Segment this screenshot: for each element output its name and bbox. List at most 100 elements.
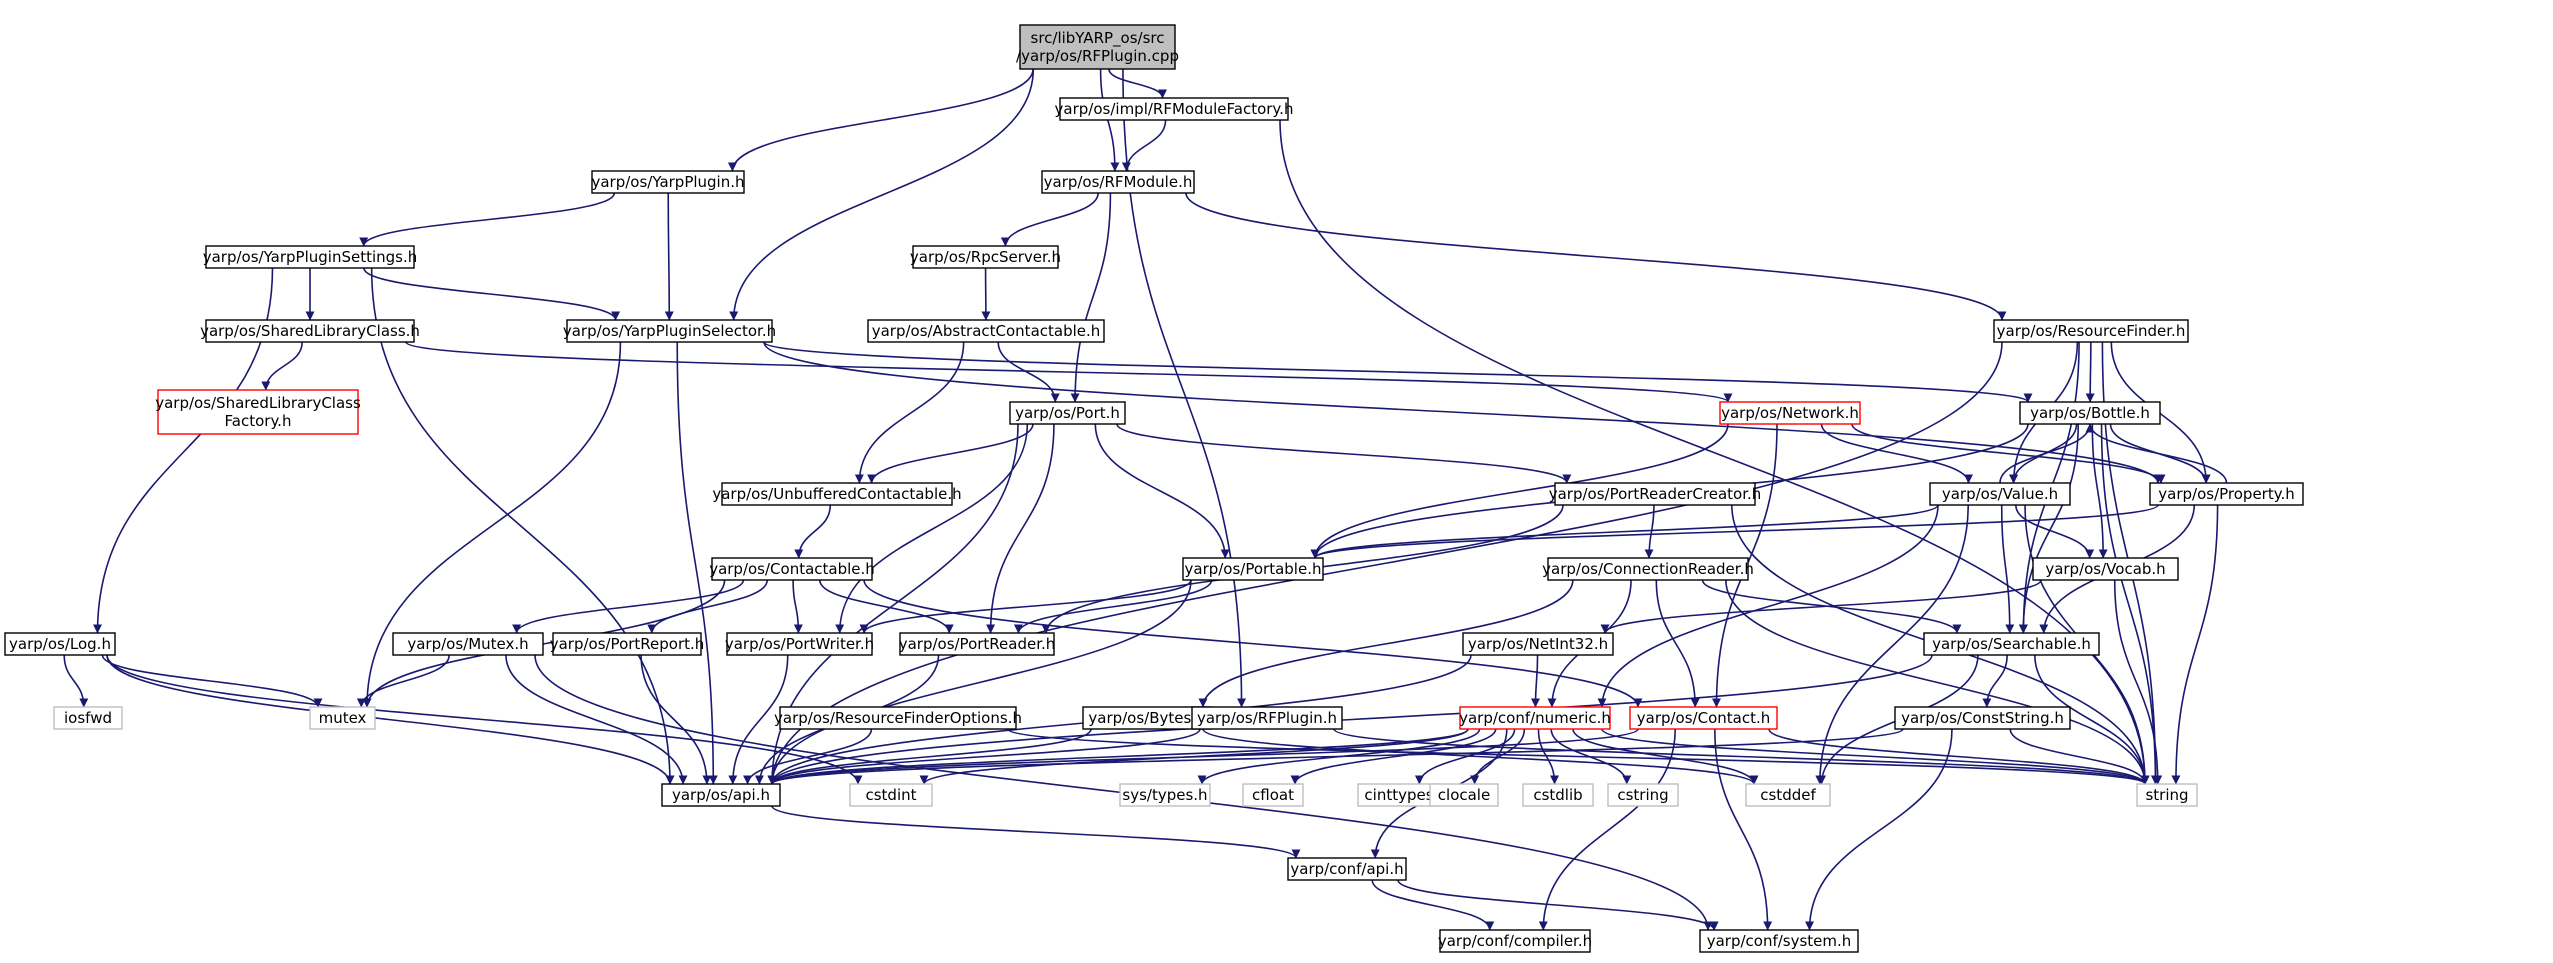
node-mutex[interactable]: mutex xyxy=(309,706,376,730)
node-ResourceFinderOptions[interactable]: yarp/os/ResourceFinderOptions.h xyxy=(774,706,1022,730)
node-box xyxy=(1009,401,1126,425)
node-Log[interactable]: yarp/os/Log.h xyxy=(4,632,116,656)
node-SharedLibraryClass[interactable]: yarp/os/SharedLibraryClass.h xyxy=(200,319,420,343)
node-PortReader[interactable]: yarp/os/PortReader.h xyxy=(899,632,1056,656)
node-RFModule[interactable]: yarp/os/RFModule.h xyxy=(1041,170,1195,194)
node-Numeric[interactable]: yarp/conf/numeric.h xyxy=(1459,706,1611,730)
node-ResourceFinder[interactable]: yarp/os/ResourceFinder.h xyxy=(1993,319,2189,343)
node-YarpPluginSettings[interactable]: yarp/os/YarpPluginSettings.h xyxy=(203,245,418,269)
node-box xyxy=(1462,632,1614,656)
node-label: yarp/os/ResourceFinder.h xyxy=(1997,322,2186,340)
node-Mutex[interactable]: yarp/os/Mutex.h xyxy=(392,632,544,656)
node-YarpPluginSelector[interactable]: yarp/os/YarpPluginSelector.h xyxy=(563,319,776,343)
edge-Port-to-PortWriter xyxy=(835,423,1029,634)
node-ConstString[interactable]: yarp/os/ConstString.h xyxy=(1894,706,2071,730)
node-box xyxy=(867,319,1105,343)
edge-AbstractContactable-to-Port xyxy=(997,341,1060,403)
node-Port[interactable]: yarp/os/Port.h xyxy=(1009,401,1126,425)
node-label: yarp/os/PortReport.h xyxy=(550,635,705,653)
node-box xyxy=(1745,783,1831,807)
node-label: yarp/os/ConnectionReader.h xyxy=(1542,560,1754,578)
node-label: yarp/os/YarpPluginSelector.h xyxy=(563,322,776,340)
node-cstddef[interactable]: cstddef xyxy=(1745,783,1831,807)
node-Contact[interactable]: yarp/os/Contact.h xyxy=(1629,706,1778,730)
node-label: yarp/os/Searchable.h xyxy=(1932,635,2091,653)
node-cinttypes[interactable]: cinttypes xyxy=(1357,783,1441,807)
node-UnbufferedContactable[interactable]: yarp/os/UnbufferedContactable.h xyxy=(712,482,962,506)
node-box xyxy=(1894,706,2071,730)
node-label: yarp/os/Value.h xyxy=(1942,485,2058,503)
node-RFPlugin[interactable]: yarp/os/RFPlugin.h xyxy=(1191,706,1343,730)
node-box xyxy=(1607,783,1679,807)
node-PortWriter[interactable]: yarp/os/PortWriter.h xyxy=(725,632,874,656)
edge-Numeric-to-cstdlib xyxy=(1537,728,1560,785)
node-NetInt32[interactable]: yarp/os/NetInt32.h xyxy=(1462,632,1614,656)
node-box xyxy=(1439,929,1591,953)
node-systypes[interactable]: sys/types.h xyxy=(1119,783,1211,807)
edge-Bottle-to-Searchable xyxy=(2018,423,2080,634)
node-label: clocale xyxy=(1438,786,1490,804)
node-Contactable[interactable]: yarp/os/Contactable.h xyxy=(709,557,875,581)
node-iosfwd[interactable]: iosfwd xyxy=(53,706,123,730)
node-YarpPlugin[interactable]: yarp/os/YarpPlugin.h xyxy=(591,170,745,194)
node-cstdlib[interactable]: cstdlib xyxy=(1522,783,1594,807)
node-root[interactable]: src/libYARP_os/src/yarp/os/RFPlugin.cpp xyxy=(1016,24,1179,70)
node-label: yarp/conf/system.h xyxy=(1707,932,1852,950)
edge-Bytes-to-osapi xyxy=(767,728,1092,785)
node-label: cstring xyxy=(1617,786,1668,804)
node-cstring[interactable]: cstring xyxy=(1607,783,1679,807)
node-label: yarp/os/YarpPlugin.h xyxy=(591,173,744,191)
edge-Property-to-Portable xyxy=(1310,504,2159,559)
edge-Searchable-to-osapi xyxy=(767,654,1933,785)
node-label: yarp/os/Contactable.h xyxy=(709,560,875,578)
edge-Numeric-to-cinttypes xyxy=(1414,728,1516,785)
node-PortReaderCreator[interactable]: yarp/os/PortReaderCreator.h xyxy=(1549,482,1762,506)
node-box xyxy=(899,632,1055,656)
node-string[interactable]: string xyxy=(2136,783,2198,807)
node-cfloat[interactable]: cfloat xyxy=(1242,783,1304,807)
edge-Contactable-to-Mutex xyxy=(512,579,745,634)
node-AbstractContactable[interactable]: yarp/os/AbstractContactable.h xyxy=(867,319,1105,343)
node-RFModuleFactory[interactable]: yarp/os/impl/RFModuleFactory.h xyxy=(1055,97,1294,121)
node-osapi[interactable]: yarp/os/api.h xyxy=(661,783,781,807)
node-RpcServer[interactable]: yarp/os/RpcServer.h xyxy=(910,245,1061,269)
edge-root-to-RFPlugin xyxy=(1122,68,1247,708)
node-confapi[interactable]: yarp/conf/api.h xyxy=(1287,857,1407,881)
node-ConnectionReader[interactable]: yarp/os/ConnectionReader.h xyxy=(1542,557,1754,581)
node-Property[interactable]: yarp/os/Property.h xyxy=(2149,482,2304,506)
node-label: yarp/os/ConstString.h xyxy=(1901,709,2064,727)
node-cstdint[interactable]: cstdint xyxy=(849,783,933,807)
edge-osapi-to-confapi xyxy=(771,805,1301,859)
node-box xyxy=(53,706,123,730)
edge-Numeric-to-clocale xyxy=(1470,728,1526,785)
node-Searchable[interactable]: yarp/os/Searchable.h xyxy=(1923,632,2100,656)
node-Vocab[interactable]: yarp/os/Vocab.h xyxy=(2032,557,2179,581)
node-box xyxy=(1699,929,1859,953)
edge-Bottle-to-string xyxy=(2100,423,2160,785)
node-label: yarp/os/RFModule.h xyxy=(1044,173,1193,191)
node-box xyxy=(309,706,376,730)
node-Bytes[interactable]: yarp/os/Bytes.h xyxy=(1082,706,1212,730)
edge-Portable-to-PortReader xyxy=(1013,579,1213,634)
node-box xyxy=(1059,97,1289,121)
node-PortReport[interactable]: yarp/os/PortReport.h xyxy=(550,632,705,656)
node-label: yarp/os/Property.h xyxy=(2158,485,2294,503)
node-box xyxy=(912,245,1059,269)
node-label: yarp/os/AbstractContactable.h xyxy=(872,322,1101,340)
edge-confapi-to-system xyxy=(1397,879,1719,931)
node-Network[interactable]: yarp/os/Network.h xyxy=(1719,401,1861,425)
edge-ConnectionReader-to-string xyxy=(1725,579,2150,785)
edge-root-to-YarpPlugin xyxy=(727,68,1034,172)
node-box xyxy=(2136,783,2198,807)
node-clocale[interactable]: clocale xyxy=(1429,783,1499,807)
node-Portable[interactable]: yarp/os/Portable.h xyxy=(1182,557,1324,581)
node-system[interactable]: yarp/conf/system.h xyxy=(1699,929,1859,953)
node-label: yarp/os/Bottle.h xyxy=(2030,404,2150,422)
node-Bottle[interactable]: yarp/os/Bottle.h xyxy=(2019,401,2161,425)
node-compiler[interactable]: yarp/conf/compiler.h xyxy=(1438,929,1592,953)
edge-Numeric-to-cfloat xyxy=(1290,728,1497,785)
node-box xyxy=(1287,857,1407,881)
node-label: yarp/os/PortReader.h xyxy=(899,635,1056,653)
node-Value[interactable]: yarp/os/Value.h xyxy=(1929,482,2071,506)
